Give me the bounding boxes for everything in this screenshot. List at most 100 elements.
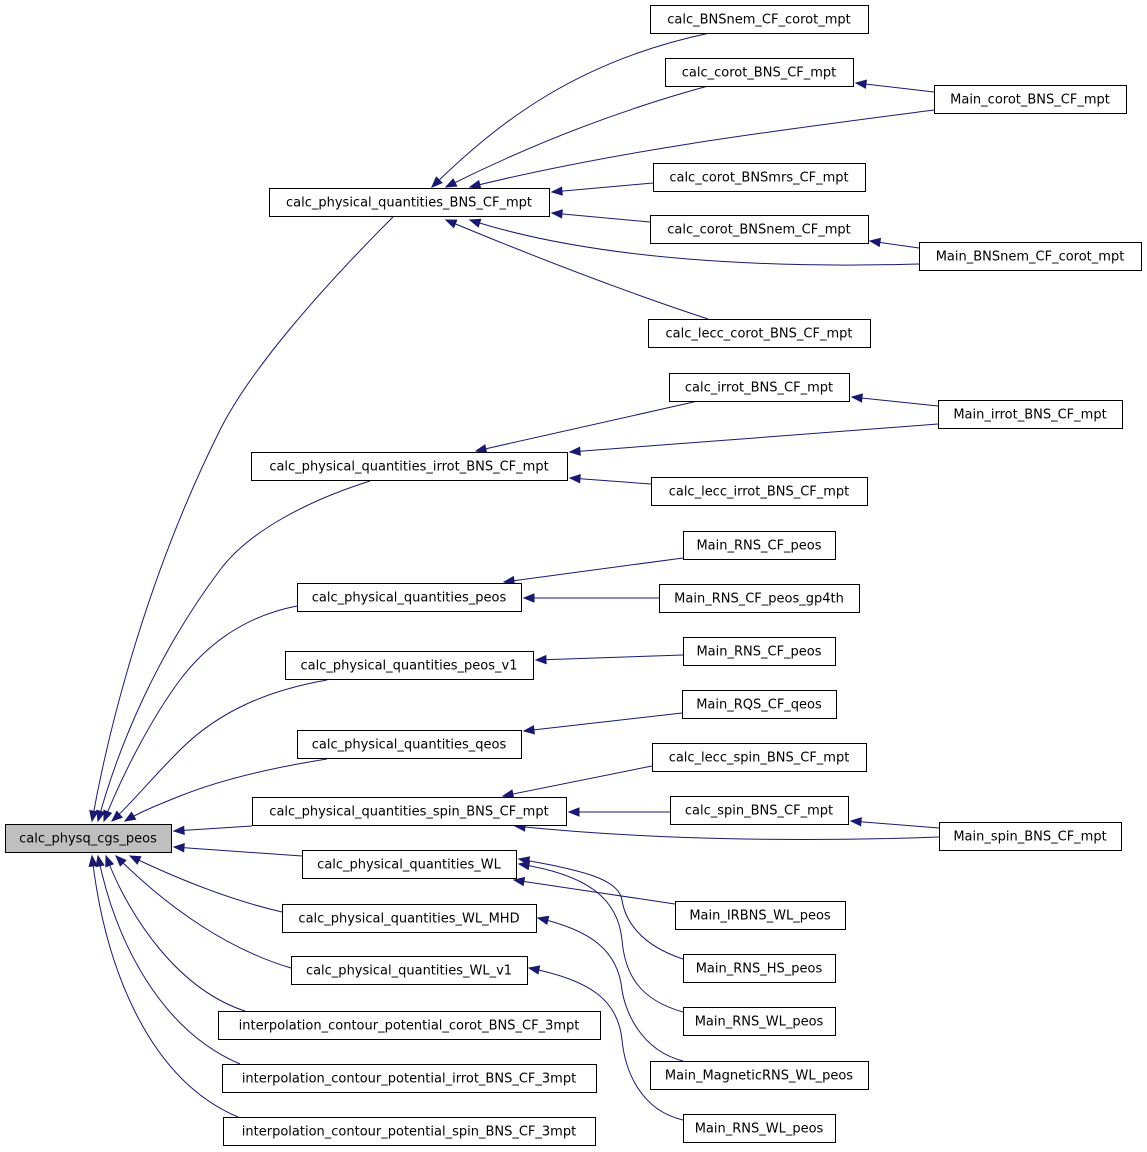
node-corot-bnsmrs[interactable]: calc_corot_BNSmrs_CF_mpt [653, 163, 866, 192]
node-label: interpolation_contour_potential_irrot_BN… [242, 1072, 576, 1087]
arrowhead-main_spin-to-spin_bns [849, 817, 862, 827]
edge-lecc_spin-to-spin [502, 765, 653, 797]
node-qeos[interactable]: calc_physical_quantities_qeos [297, 730, 522, 759]
node-box [291, 956, 528, 985]
node-peos-v1[interactable]: calc_physical_quantities_peos_v1 [285, 651, 534, 680]
node-main-corot[interactable]: Main_corot_BNS_CF_mpt [934, 85, 1127, 114]
node-wl-mhd[interactable]: calc_physical_quantities_WL_MHD [282, 904, 537, 933]
node-box [670, 796, 849, 825]
arrowhead-qeos-to-root [123, 811, 137, 822]
node-box [939, 822, 1122, 851]
node-label: calc_lecc_irrot_BNS_CF_mpt [669, 485, 850, 500]
node-corot-bnsnem[interactable]: calc_corot_BNSnem_CF_mpt [650, 215, 869, 244]
node-spin-bns[interactable]: calc_spin_BNS_CF_mpt [670, 796, 849, 825]
node-label: calc_physical_quantities_WL [317, 858, 501, 873]
arrowhead-interp_irrot-to-root [95, 854, 105, 868]
node-label: calc_physical_quantities_spin_BNS_CF_mpt [269, 805, 548, 820]
edge-main_rns_peos_b-to-peos_v1 [535, 654, 684, 661]
node-main-rns-peos-a[interactable]: Main_RNS_CF_peos [683, 531, 836, 560]
node-box [223, 1117, 596, 1146]
node-wl-v1[interactable]: calc_physical_quantities_WL_v1 [291, 956, 528, 985]
node-label: Main_RNS_CF_peos [696, 645, 821, 660]
arrowhead-main_rns_peos_b-to-peos_v1 [534, 654, 547, 665]
edge-wl_mhd-to-root [129, 855, 283, 913]
node-irrot-bns[interactable]: calc_irrot_BNS_CF_mpt [669, 373, 850, 402]
arrowhead-spin_bns-to-spin [567, 807, 580, 817]
node-bns[interactable]: calc_physical_quantities_BNS_CF_mpt [269, 188, 550, 217]
edge-bns-to-root [91, 216, 394, 822]
node-main-rns-gp4th[interactable]: Main_RNS_CF_peos_gp4th [659, 584, 860, 613]
node-lecc-irrot[interactable]: calc_lecc_irrot_BNS_CF_mpt [651, 477, 868, 506]
arrowhead-interp_spin-to-root [88, 854, 98, 867]
arrowhead-corot_bnsnem-to-bns [550, 209, 563, 219]
arrowhead-wl-to-root [172, 843, 185, 853]
node-box [251, 452, 568, 481]
node-main-bnsnem[interactable]: Main_BNSnem_CF_corot_mpt [919, 242, 1142, 271]
node-box [252, 797, 567, 826]
node-box [218, 1011, 601, 1040]
node-box [269, 188, 550, 217]
arrowhead-main_corot-to-bns [468, 179, 482, 190]
node-peos[interactable]: calc_physical_quantities_peos [297, 583, 522, 612]
node-interp-irrot[interactable]: interpolation_contour_potential_irrot_BN… [222, 1064, 597, 1093]
node-label: calc_physical_quantities_peos_v1 [301, 659, 518, 674]
node-box [683, 954, 836, 983]
node-wl[interactable]: calc_physical_quantities_WL [302, 850, 517, 879]
node-label: calc_physq_cgs_peos [19, 832, 157, 847]
node-box [683, 1114, 836, 1143]
node-box [653, 163, 866, 192]
node-label: calc_lecc_spin_BNS_CF_mpt [669, 751, 850, 766]
node-main-irrot[interactable]: Main_irrot_BNS_CF_mpt [938, 400, 1123, 429]
node-label: Main_RNS_WL_peos [695, 1122, 824, 1137]
edge-main_corot-to-corot_bns [855, 82, 935, 93]
node-label: interpolation_contour_potential_spin_BNS… [242, 1125, 576, 1140]
node-box [669, 373, 850, 402]
node-box [934, 85, 1127, 114]
node-label: Main_BNSnem_CF_corot_mpt [936, 250, 1125, 265]
node-label: Main_RNS_HS_peos [696, 962, 823, 977]
edge-main_rns_wl_a-to-wl [518, 863, 684, 1013]
edge-main_rns_peos_a-to-peos [503, 557, 684, 583]
edge-peos_v1-to-root [111, 679, 328, 822]
node-bnsnem-corot[interactable]: calc_BNSnem_CF_corot_mpt [650, 5, 869, 34]
node-corot-bns[interactable]: calc_corot_BNS_CF_mpt [665, 58, 854, 87]
node-label: Main_MagneticRNS_WL_peos [665, 1069, 853, 1084]
node-main-rns-wl-a[interactable]: Main_RNS_WL_peos [683, 1007, 836, 1036]
node-main-magnetic[interactable]: Main_MagneticRNS_WL_peos [650, 1061, 869, 1090]
arrowhead-spin-to-root [172, 825, 185, 836]
node-interp-corot[interactable]: interpolation_contour_potential_corot_BN… [218, 1011, 601, 1040]
edge-corot_bnsnem-to-bns [551, 212, 651, 223]
arrowhead-lecc_irrot-to-irrot [568, 474, 581, 484]
arrowhead-main_corot-to-corot_bns [854, 79, 867, 89]
node-box [652, 743, 867, 772]
edge-main_irrot-to-irrot [569, 423, 939, 453]
arrowhead-irrot_bns-to-irrot [474, 444, 488, 454]
node-box [297, 583, 522, 612]
node-box [222, 1064, 597, 1093]
node-irrot[interactable]: calc_physical_quantities_irrot_BNS_CF_mp… [251, 452, 568, 481]
arrowhead-main_rns_wl_b-to-wl_v1 [527, 965, 541, 975]
arrowhead-peos-to-root [103, 809, 113, 823]
node-lecc-corot[interactable]: calc_lecc_corot_BNS_CF_mpt [648, 319, 871, 348]
edge-corot_bns-to-bns [445, 85, 709, 188]
arrowhead-main_rns_gp4th-to-peos [522, 593, 535, 603]
node-root[interactable]: calc_physq_cgs_peos [5, 824, 172, 853]
arrowhead-bnsnem_corot-to-bns [431, 176, 443, 188]
node-main-rqs[interactable]: Main_RQS_CF_qeos [682, 690, 837, 719]
node-label: calc_spin_BNS_CF_mpt [685, 804, 833, 819]
node-layer: calc_physq_cgs_peos calc_physical_quantit… [5, 5, 1142, 1146]
node-box [297, 730, 522, 759]
node-label: calc_BNSnem_CF_corot_mpt [667, 13, 850, 28]
node-label: calc_physical_quantities_WL_MHD [298, 912, 519, 927]
node-interp-spin[interactable]: interpolation_contour_potential_spin_BNS… [223, 1117, 596, 1146]
node-lecc-spin[interactable]: calc_lecc_spin_BNS_CF_mpt [652, 743, 867, 772]
node-box [651, 477, 868, 506]
node-box [282, 904, 537, 933]
node-main-rns-hs[interactable]: Main_RNS_HS_peos [683, 954, 836, 983]
node-main-irbns[interactable]: Main_IRBNS_WL_peos [675, 901, 846, 930]
node-main-rns-wl-b[interactable]: Main_RNS_WL_peos [683, 1114, 836, 1143]
edge-lecc_irrot-to-irrot [569, 477, 652, 485]
node-main-spin[interactable]: Main_spin_BNS_CF_mpt [939, 822, 1122, 851]
node-main-rns-peos-b[interactable]: Main_RNS_CF_peos [683, 637, 836, 666]
node-spin[interactable]: calc_physical_quantities_spin_BNS_CF_mpt [252, 797, 567, 826]
